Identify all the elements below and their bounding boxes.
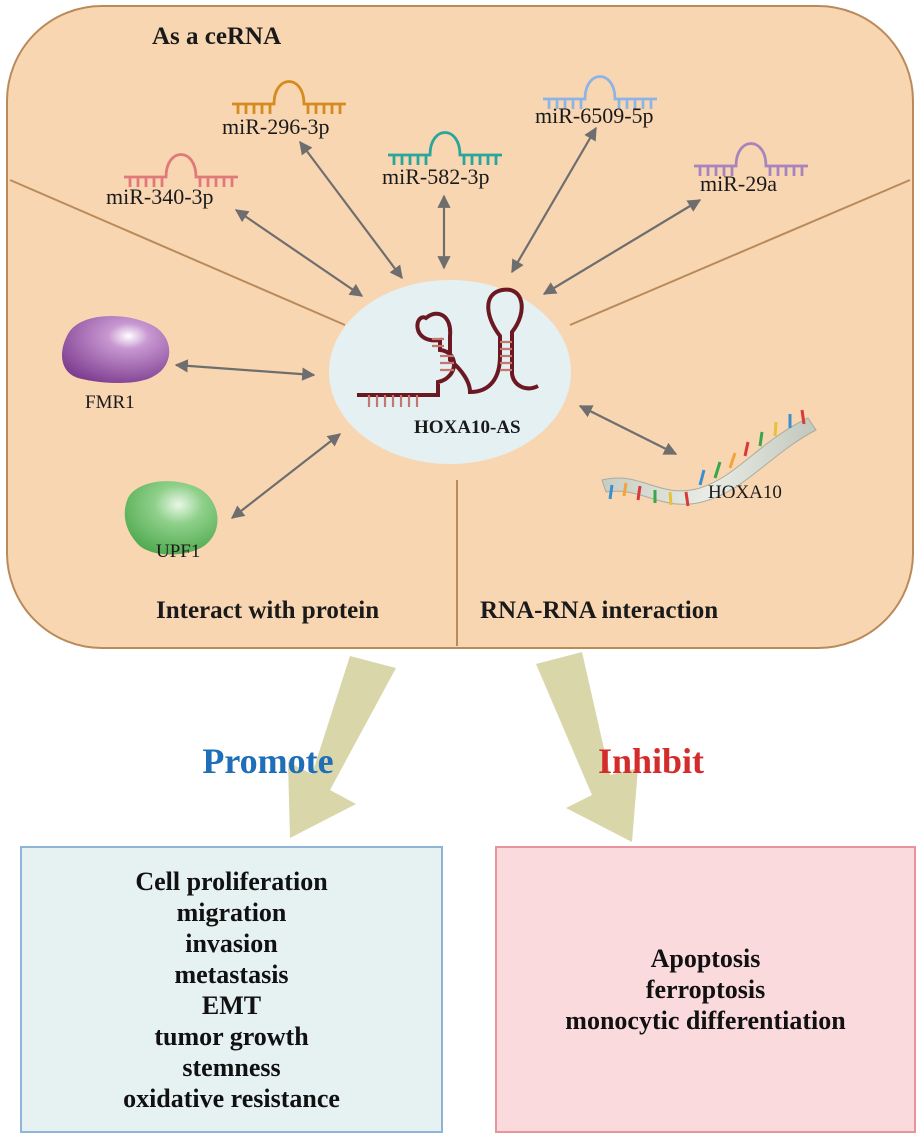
mirna-label-582: miR-582-3p bbox=[382, 164, 490, 189]
hoxa10-as-rna-pairs bbox=[367, 337, 512, 407]
inhibit-effects-box: Apoptosis ferroptosis monocytic differen… bbox=[495, 846, 916, 1133]
hoxa10-as-label: HOXA10-AS bbox=[414, 417, 521, 438]
arrow-upf1 bbox=[230, 433, 342, 519]
fmr1-protein-icon bbox=[62, 315, 170, 383]
mirna-label-29a: miR-29a bbox=[700, 171, 777, 196]
mirna-icon-6509 bbox=[543, 75, 657, 109]
inhibit-arrow bbox=[536, 652, 638, 842]
arrow-fmr1 bbox=[174, 359, 316, 381]
section-dividers bbox=[9, 179, 911, 646]
hoxa10-rna-ribbon-icon bbox=[601, 409, 817, 507]
arrow-mir296 bbox=[299, 140, 403, 280]
mirna-label-6509: miR-6509-5p bbox=[535, 103, 654, 128]
promote-arrow bbox=[288, 656, 396, 838]
mirna-icon-296 bbox=[232, 80, 346, 114]
arrow-hoxa10 bbox=[578, 405, 678, 455]
section-label-protein: Interact with protein bbox=[156, 597, 379, 624]
upf1-protein-icon bbox=[124, 481, 218, 555]
inhibit-label: Inhibit bbox=[598, 741, 704, 781]
inhibit-item: monocytic differentiation bbox=[565, 1006, 846, 1035]
section-label-rnarna: RNA-RNA interaction bbox=[480, 597, 718, 624]
interaction-arrows bbox=[174, 126, 702, 519]
upf1-label: UPF1 bbox=[156, 541, 200, 562]
hoxa10-label: HOXA10 bbox=[708, 482, 782, 503]
section-label-cerna: As a ceRNA bbox=[152, 23, 281, 50]
promote-item: EMT bbox=[201, 990, 262, 1020]
inhibit-item: Apoptosis bbox=[650, 944, 761, 973]
promote-item: stemness bbox=[182, 1052, 281, 1082]
promote-label: Promote bbox=[202, 741, 333, 781]
mirna-label-296: miR-296-3p bbox=[222, 114, 330, 139]
promote-item: metastasis bbox=[174, 959, 289, 989]
mirna-icon-29a bbox=[694, 142, 808, 176]
inhibit-item: ferroptosis bbox=[645, 975, 766, 1004]
mirna-icon-340 bbox=[124, 153, 238, 187]
promote-item: oxidative resistance bbox=[123, 1083, 340, 1113]
promote-item: migration bbox=[176, 897, 287, 927]
arrow-mir340 bbox=[234, 209, 364, 297]
promote-effects-box: Cell proliferation migration invasion me… bbox=[20, 846, 443, 1133]
mirna-label-340: miR-340-3p bbox=[106, 184, 214, 209]
promote-item: invasion bbox=[185, 928, 278, 958]
promote-item: Cell proliferation bbox=[135, 866, 328, 896]
arrow-mir29a bbox=[542, 199, 702, 295]
fmr1-label: FMR1 bbox=[85, 392, 135, 413]
promote-item: tumor growth bbox=[154, 1021, 309, 1051]
